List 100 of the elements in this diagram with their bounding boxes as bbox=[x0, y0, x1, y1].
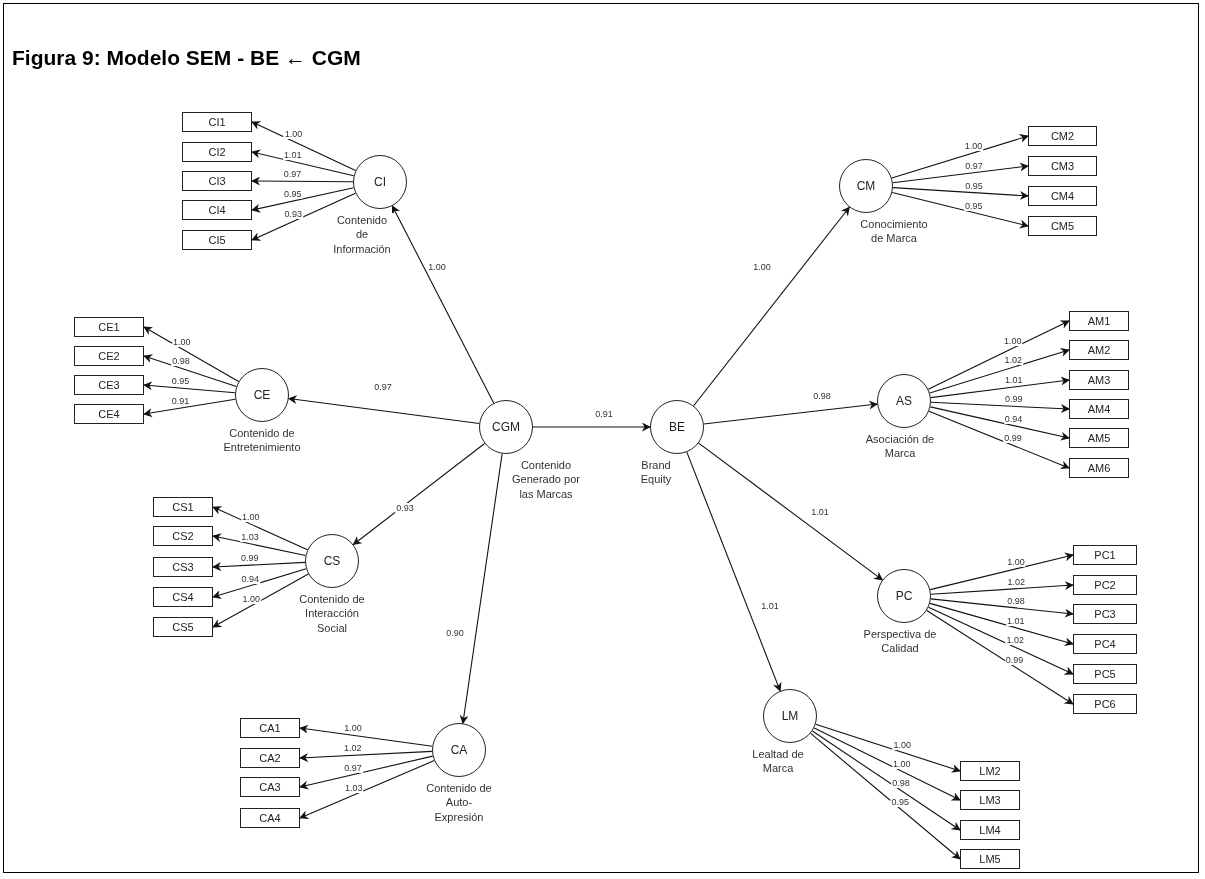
edge-label: 0.95 bbox=[282, 189, 303, 200]
latent-variable-circle: CA bbox=[432, 723, 486, 777]
edge-label: 1.02 bbox=[1003, 355, 1024, 366]
figure-title: Figura 9: Modelo SEM - BE ← CGM bbox=[12, 46, 361, 70]
arrow bbox=[143, 326, 240, 383]
arrow bbox=[143, 398, 236, 418]
indicator-box: CE3 bbox=[74, 375, 144, 395]
indicator-box: CS3 bbox=[153, 557, 213, 577]
arrow bbox=[532, 422, 651, 432]
arrow bbox=[212, 561, 306, 572]
arrow bbox=[927, 320, 1070, 390]
indicator-box: CI1 bbox=[182, 112, 252, 132]
latent-variable-circle: CGM bbox=[479, 400, 533, 454]
indicator-box: CA4 bbox=[240, 808, 300, 828]
indicator-box: AM6 bbox=[1069, 458, 1129, 478]
edge-label: 1.01 bbox=[1006, 615, 1026, 626]
arrow bbox=[251, 149, 355, 177]
arrow bbox=[930, 376, 1070, 399]
latent-variable-circle: BE bbox=[650, 400, 704, 454]
arrow bbox=[143, 381, 236, 394]
indicator-box: CS1 bbox=[153, 497, 213, 517]
edge-label: 1.02 bbox=[1006, 576, 1026, 587]
edge-label: 0.99 bbox=[1003, 433, 1023, 444]
indicator-box: PC2 bbox=[1073, 575, 1137, 595]
indicator-box: CI2 bbox=[182, 142, 252, 162]
edge-label: 0.98 bbox=[171, 356, 191, 367]
edge-label: 1.00 bbox=[427, 262, 447, 272]
indicator-box: CS5 bbox=[153, 617, 213, 637]
edge-label: 0.90 bbox=[445, 628, 465, 638]
edge-label: 0.95 bbox=[963, 200, 984, 211]
indicator-box: CA1 bbox=[240, 718, 300, 738]
indicator-box: CM3 bbox=[1028, 156, 1097, 176]
edge-label: 0.95 bbox=[170, 376, 191, 387]
edge-label: 1.02 bbox=[343, 743, 363, 754]
latent-variable-circle: CE bbox=[235, 368, 289, 422]
arrow bbox=[929, 348, 1070, 394]
indicator-box: AM3 bbox=[1069, 370, 1129, 390]
arrow bbox=[299, 755, 434, 790]
latent-variable-circle: CI bbox=[353, 155, 407, 209]
latent-variable-circle: AS bbox=[877, 374, 931, 428]
indicator-box: LM4 bbox=[960, 820, 1020, 840]
arrow bbox=[212, 506, 308, 551]
edge-label: 1.00 bbox=[963, 140, 984, 151]
arrow bbox=[299, 724, 433, 747]
arrow bbox=[698, 442, 884, 581]
edge-label: 0.94 bbox=[1003, 413, 1024, 424]
node-caption: Contenido de Auto-Expresión bbox=[424, 781, 494, 824]
node-caption: Contenido de Información bbox=[331, 213, 393, 256]
edge-label: 1.00 bbox=[1002, 336, 1023, 347]
edge-label: 1.00 bbox=[241, 512, 261, 523]
arrow bbox=[926, 610, 1074, 705]
indicator-box: CM5 bbox=[1028, 216, 1097, 236]
edge-label: 1.00 bbox=[283, 129, 304, 140]
indicator-box: LM2 bbox=[960, 761, 1020, 781]
arrow bbox=[891, 191, 1029, 229]
edge-label: 0.91 bbox=[594, 409, 614, 419]
indicator-box: CA3 bbox=[240, 777, 300, 797]
latent-variable-circle: PC bbox=[877, 569, 931, 623]
edge-label: 1.00 bbox=[172, 336, 192, 347]
indicator-box: CE4 bbox=[74, 404, 144, 424]
arrow bbox=[929, 602, 1074, 647]
latent-variable-circle: CM bbox=[839, 159, 893, 213]
latent-variable-circle: CS bbox=[305, 534, 359, 588]
indicator-box: CI5 bbox=[182, 230, 252, 250]
arrow bbox=[815, 723, 961, 773]
indicator-box: CS4 bbox=[153, 587, 213, 607]
edge-label: 0.93 bbox=[395, 503, 415, 513]
indicator-box: CE1 bbox=[74, 317, 144, 337]
arrow bbox=[299, 760, 435, 819]
indicator-box: CM4 bbox=[1028, 186, 1097, 206]
indicator-box: CA2 bbox=[240, 748, 300, 768]
arrow bbox=[892, 187, 1029, 200]
arrow bbox=[930, 581, 1074, 595]
edge-label: 1.00 bbox=[891, 759, 912, 770]
arrow bbox=[930, 598, 1074, 618]
edge-label: 0.91 bbox=[170, 396, 191, 407]
edge-label: 1.00 bbox=[892, 740, 913, 751]
edge-label: 1.00 bbox=[1006, 556, 1026, 567]
indicator-box: AM5 bbox=[1069, 428, 1129, 448]
arrow bbox=[212, 568, 307, 599]
indicator-box: CI4 bbox=[182, 200, 252, 220]
edge-label: 0.99 bbox=[1004, 654, 1025, 665]
arrow bbox=[929, 406, 1070, 441]
arrow bbox=[212, 573, 309, 628]
indicator-box: CI3 bbox=[182, 171, 252, 191]
indicator-box: AM1 bbox=[1069, 311, 1129, 331]
arrow bbox=[143, 354, 237, 388]
edge-label: 1.00 bbox=[241, 593, 261, 604]
arrow bbox=[891, 134, 1029, 179]
arrow bbox=[251, 121, 357, 172]
arrow bbox=[287, 395, 480, 425]
indicator-box: LM5 bbox=[960, 849, 1020, 869]
arrow bbox=[459, 453, 503, 725]
edge-label: 1.02 bbox=[1005, 635, 1025, 646]
arrow bbox=[929, 552, 1074, 591]
indicator-box: LM3 bbox=[960, 790, 1020, 810]
edge-label: 0.93 bbox=[283, 209, 304, 220]
edge-label: 0.95 bbox=[964, 180, 984, 191]
arrow bbox=[927, 606, 1074, 675]
edge-label: 1.01 bbox=[1003, 375, 1024, 386]
